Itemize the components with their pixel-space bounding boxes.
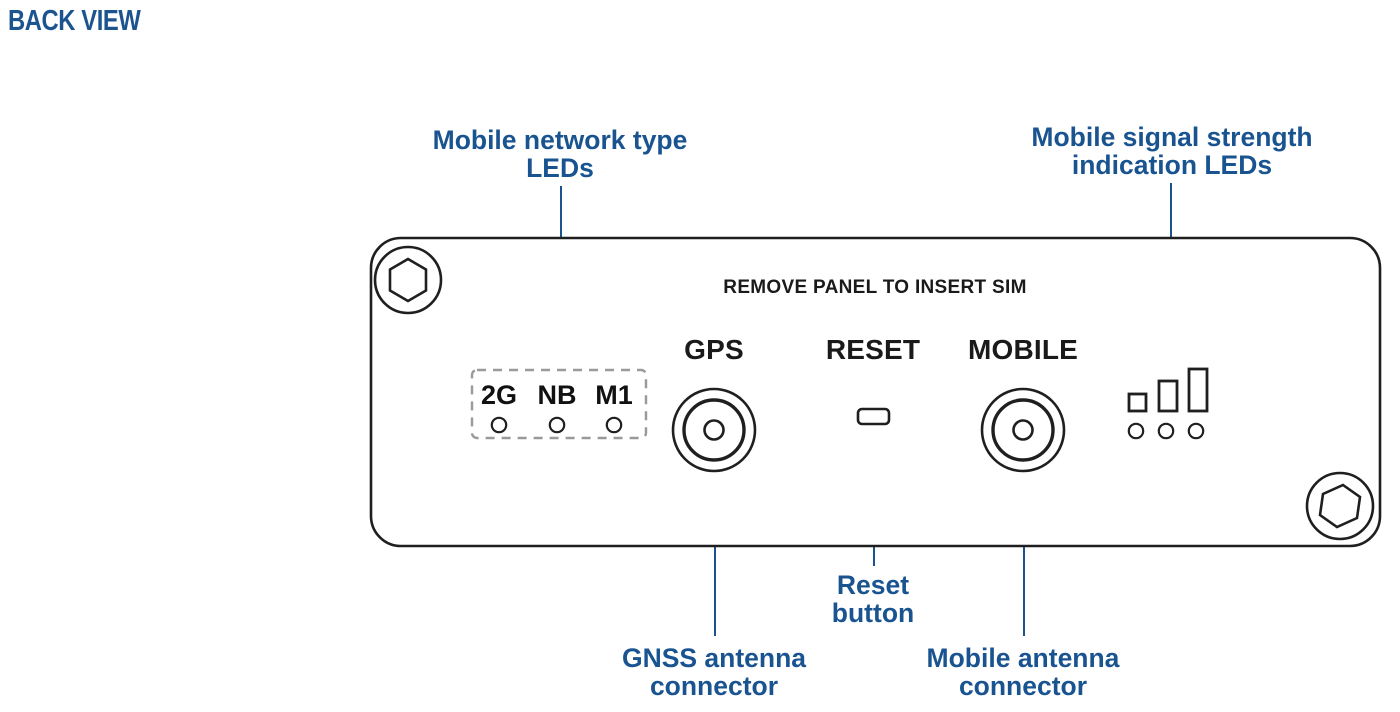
signal-strength-bars [1127,367,1209,413]
signal-led-3 [1187,422,1205,440]
top-left-hex-screw [373,245,443,315]
mobile-antenna-connector[interactable] [980,387,1066,473]
network-led-label-nb: NB [537,380,577,410]
signal-bar-1 [1127,392,1148,413]
reset-port-label: RESET [825,334,921,365]
network-led-label-2g: 2G [480,380,518,410]
callout-gnss-antenna: GNSS antenna connector [621,643,807,702]
gps-port-label: GPS [684,334,744,365]
sim-instruction-text: REMOVE PANEL TO INSERT SIM [723,277,1027,298]
network-led-label-m1: M1 [595,380,633,410]
leader-line-mobile-antenna [1023,468,1026,636]
network-led-nb [548,416,566,434]
page-title: BACK VIEW [8,5,141,37]
signal-led-1 [1127,422,1145,440]
network-led-m1 [605,416,623,434]
bottom-right-hex-screw [1305,471,1375,541]
network-leds-enclosure [470,368,648,440]
network-led-2g [490,416,508,434]
callout-network-type-leds: Mobile network type LEDs [432,125,688,184]
leader-line-gnss-antenna [714,468,717,636]
callout-mobile-antenna: Mobile antenna connector [926,643,1120,702]
signal-led-2 [1157,422,1175,440]
callout-signal-strength-leds: Mobile signal strength indication LEDs [1031,122,1313,181]
reset-button[interactable] [856,407,891,426]
mobile-port-label: MOBILE [967,334,1079,365]
panel-outline [369,236,1382,548]
gps-antenna-connector[interactable] [671,387,757,473]
signal-bar-3 [1187,367,1209,413]
callout-reset-button: Reset button [831,570,915,629]
signal-bar-2 [1157,379,1179,413]
